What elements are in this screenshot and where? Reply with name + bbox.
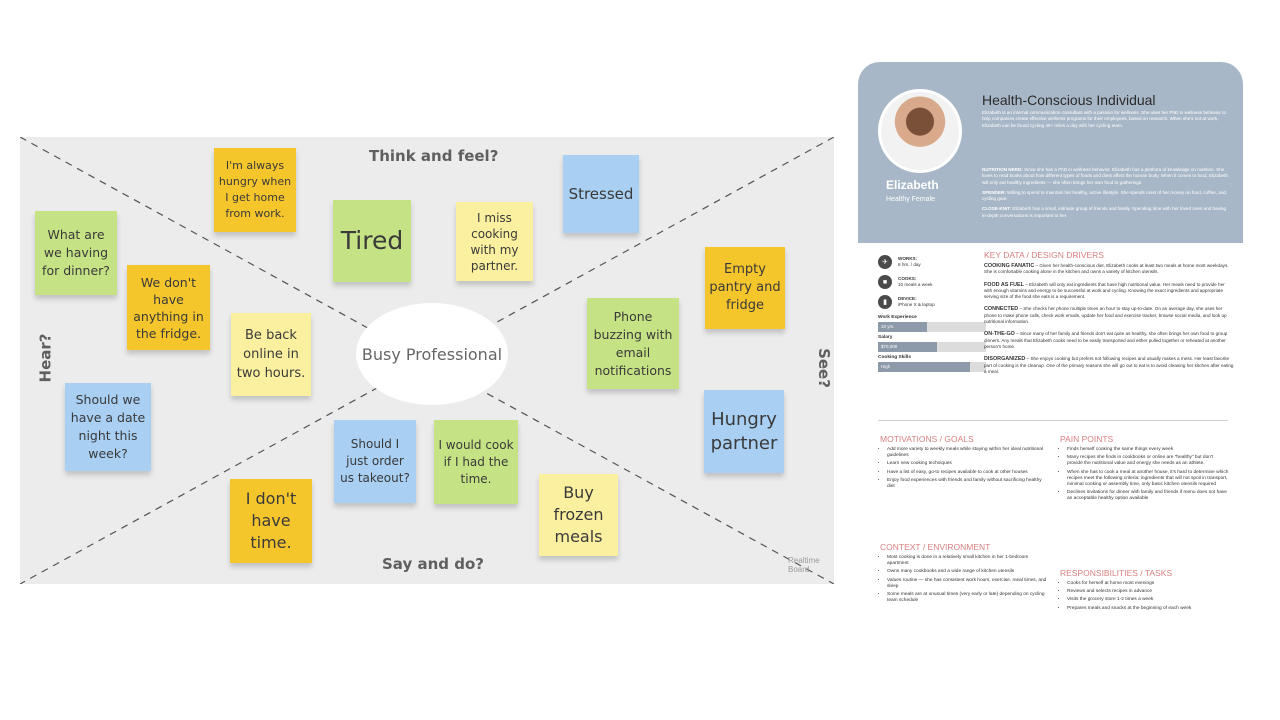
list-item: Have a list of easy, go-to recipes avail… (887, 470, 1050, 476)
sticky-note[interactable]: Be back online in two hours. (231, 313, 311, 396)
avatar (878, 89, 962, 173)
bar-label: Cooking Skills (878, 355, 912, 360)
sticky-note[interactable]: I don't have time. (230, 479, 312, 563)
list-item: Some meals are at unusual times (very ea… (887, 592, 1050, 604)
list-item: Reviews and selects recipes in advance (1067, 589, 1230, 595)
section-heading: CONTEXT / ENVIRONMENT (880, 542, 991, 552)
quadrant-divider-lines (20, 137, 834, 584)
persona-stats: ✈ WORKS:8 hrs. / day ■ COOKS:10 meals a … (878, 255, 988, 372)
quadrant-label-say-do: Say and do? (382, 555, 484, 573)
experience-bar: 10 yrs. (878, 322, 986, 332)
driver-item: COOKING FANATIC – Given her health-consc… (984, 263, 1229, 275)
list-item: Many recipes she finds in cookbooks or o… (1067, 455, 1230, 467)
list-item: Add more variety to weekly meals while s… (887, 447, 1050, 459)
quadrant-label-hear: Hear? (36, 333, 55, 383)
pain-points-section: PAIN POINTS Finds herself cooking the sa… (1060, 434, 1230, 505)
list-item: Enjoy food experiences with friends and … (887, 478, 1050, 490)
cooking-skills-bar: High (878, 362, 986, 372)
bar-fill: High (878, 362, 970, 372)
driver-item: CONNECTED – She checks her phone multipl… (984, 306, 1227, 325)
sticky-note[interactable]: Empty pantry and fridge (705, 247, 785, 329)
bar-fill: 10 yrs. (878, 322, 927, 332)
driver-item: DISORGANIZED – She enjoys cooking but pr… (984, 356, 1234, 374)
bar-label: Work Experience (878, 315, 917, 320)
list-item: Values routine — she has consistent work… (887, 578, 1050, 590)
section-heading: PAIN POINTS (1060, 434, 1114, 444)
motivations-section: MOTIVATIONS / GOALS Add more variety to … (880, 434, 1050, 492)
context-section: CONTEXT / ENVIRONMENT Most cooking is do… (880, 542, 1050, 606)
persona-traits: NUTRITION NERD: Since she has a PhD in w… (982, 167, 1232, 223)
sticky-note[interactable]: I miss cooking with my partner. (456, 202, 533, 281)
briefcase-icon: ✈ (878, 255, 892, 269)
persona-name: Elizabeth (886, 178, 939, 192)
persona-intro: Elizabeth is an internal communication c… (982, 110, 1227, 128)
persona-title: Health-Conscious Individual (982, 92, 1156, 108)
salary-bar: $70,000 (878, 342, 986, 352)
section-heading: RESPONSIBILITIES / TASKS (1060, 568, 1173, 578)
stat-works: ✈ WORKS:8 hrs. / day (878, 255, 988, 269)
persona-card: Elizabeth Healthy Female Health-Consciou… (858, 62, 1243, 642)
sticky-note[interactable]: Buy frozen meals (539, 474, 618, 556)
section-heading: MOTIVATIONS / GOALS (880, 434, 974, 444)
list-item: When she has to cook a meal at another h… (1067, 470, 1230, 489)
list-item: Prepares meals and snacks at the beginni… (1067, 606, 1230, 612)
list-item: Visits the grocery store 1-2 times a wee… (1067, 597, 1230, 603)
bar-label: Salary (878, 335, 893, 340)
list-item: Owns many cookbooks and a wide range of … (887, 569, 1050, 575)
trait-item: CLOSE-KNIT: Elizabeth has a small, intim… (982, 206, 1227, 218)
sticky-note[interactable]: I'm always hungry when I get home from w… (214, 148, 296, 232)
stat-cooks: ■ COOKS:10 meals a week (878, 275, 988, 289)
list-item: Finds herself cooking the same things ev… (1067, 447, 1230, 453)
sticky-note[interactable]: Should I just order us takeout? (334, 420, 416, 503)
sticky-note[interactable]: I would cook if I had the time. (434, 420, 518, 504)
sticky-note[interactable]: We don't have anything in the fridge. (127, 265, 210, 350)
responsibilities-section: RESPONSIBILITIES / TASKS Cooks for herse… (1060, 568, 1230, 614)
trait-item: SPENDER: Willing to spend to maintain he… (982, 189, 1226, 202)
list-item: Cooks for herself at home most evenings (1067, 581, 1230, 587)
trait-item: NUTRITION NERD: Since she has a PhD in w… (982, 167, 1228, 185)
driver-item: ON-THE-GO – Since many of her family and… (984, 331, 1228, 349)
sticky-note[interactable]: Phone buzzing with email notifications (587, 298, 679, 389)
phone-icon: ▮ (878, 295, 892, 309)
persona-header: Elizabeth Healthy Female Health-Consciou… (858, 62, 1243, 243)
sticky-note[interactable]: What are we having for dinner? (35, 211, 117, 295)
sticky-note[interactable]: Tired (333, 200, 411, 282)
sticky-note[interactable]: Stressed (563, 155, 639, 233)
quadrant-label-think-feel: Think and feel? (369, 147, 499, 165)
list-item: Learn new cooking techniques (887, 461, 1050, 467)
list-item: Most cooking is done in a relatively sma… (887, 555, 1050, 567)
sticky-note[interactable]: Should we have a date night this week? (65, 383, 151, 471)
section-heading: KEY DATA / DESIGN DRIVERS (984, 250, 1104, 260)
stat-device: ▮ DEVICE:iPhone X & laptop (878, 295, 988, 309)
quadrant-label-see: See? (814, 348, 833, 388)
persona-subtitle: Healthy Female (886, 196, 936, 203)
bar-fill: $70,000 (878, 342, 938, 352)
empathy-map-board: Think and feel? Say and do? Hear? See? B… (20, 137, 834, 584)
center-persona-label: Busy Professional (356, 303, 508, 405)
list-item: Declines invitations for dinner with fam… (1067, 490, 1230, 502)
sticky-note[interactable]: Hungry partner (704, 390, 784, 473)
divider (878, 420, 1228, 421)
realtime-board-logo: Realtime Board (788, 556, 820, 574)
pot-icon: ■ (878, 275, 892, 289)
driver-item: FOOD AS FUEL – Elizabeth will only eat i… (984, 281, 1225, 300)
design-drivers: KEY DATA / DESIGN DRIVERS COOKING FANATI… (984, 250, 1234, 381)
